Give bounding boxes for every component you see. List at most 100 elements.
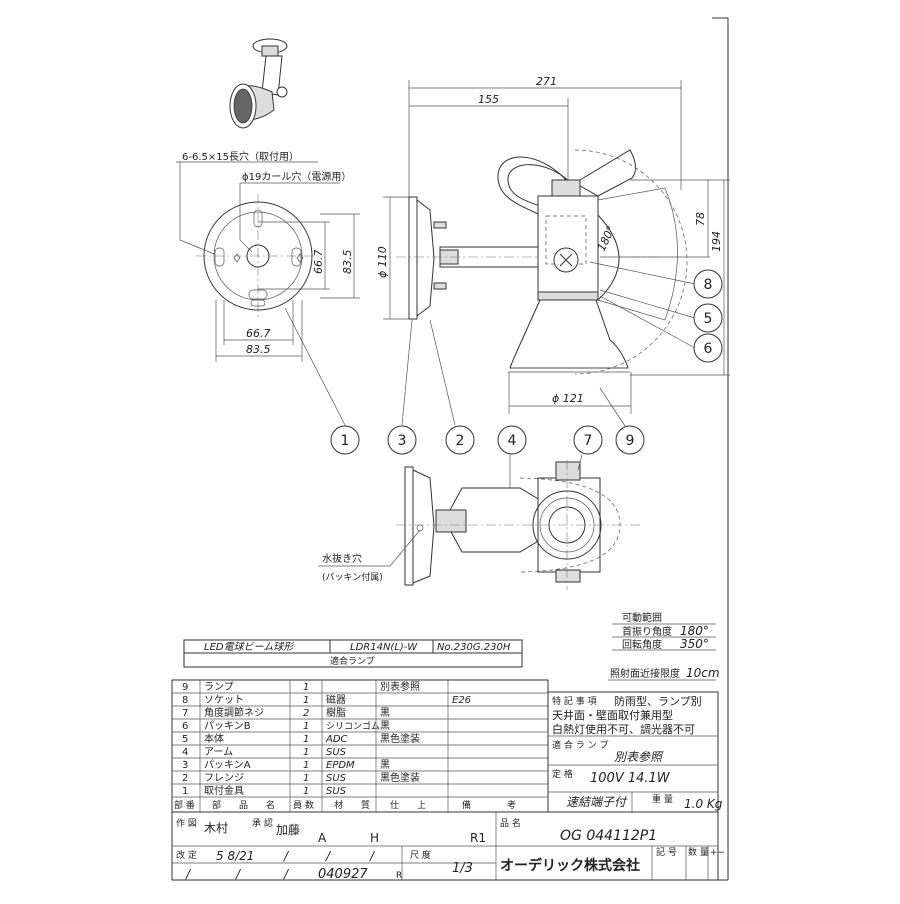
part-qty: 1 — [303, 695, 309, 706]
tilt-value: 180° — [680, 624, 709, 638]
rev-slash-1: / — [283, 849, 290, 863]
document-suffix: R — [396, 871, 402, 881]
balloon-1: 1 — [341, 433, 350, 449]
fit-lamp-label: 適 合 ラ ン プ — [552, 739, 608, 751]
dim-height-upper: 78 — [694, 212, 707, 226]
dimension-labels: 271 155 78 194 ϕ 110 ϕ 121 66.7 83.5 66.… — [246, 75, 723, 405]
part-no: 9 — [182, 682, 188, 693]
dim-total-width: 271 — [536, 75, 557, 88]
approved-label: 承 認 — [252, 817, 273, 829]
part-material: EPDM — [326, 760, 355, 771]
drawn-by: 木村 — [204, 821, 228, 835]
bottom-slash-1: / — [185, 867, 192, 881]
parts-row: 3 パッキンA 1 EPDM 黒 — [182, 759, 390, 771]
parts-list: 9 ランプ 1 別表参照 8 ソケット 1 磁器 E26 7 角度調節ネジ 2 … — [174, 680, 516, 811]
revision-label: 改 定 — [176, 849, 197, 861]
part-qty: 1 — [303, 760, 309, 771]
part-name: ランプ — [204, 681, 234, 693]
part-name: パッキンA — [204, 759, 251, 771]
rev-a: A — [318, 831, 327, 845]
parts-row: 8 ソケット 1 磁器 E26 — [182, 693, 471, 706]
part-no: 6 — [182, 721, 188, 732]
balloon-3: 3 — [398, 433, 407, 449]
dim-arm-length: 155 — [478, 93, 499, 106]
title-block: 作 図 木村 承 認 加藤 A H R1 品 名 OG 044112P1 改 定… — [171, 811, 725, 882]
balloon-labels: 1 3 2 4 7 8 5 6 9 — [341, 277, 713, 449]
bottom-view — [318, 454, 640, 590]
tokki-line3: 白熱灯使用不可、調光器不可 — [552, 722, 695, 736]
tokki-line2: 天井面・壁面取付兼用型 — [552, 708, 673, 722]
rotate-value: 350° — [680, 637, 709, 651]
part-name: 取付金具 — [204, 784, 244, 797]
part-qty: 2 — [303, 708, 309, 719]
header-no: 部 番 — [174, 799, 195, 811]
drain-hole-subnote: (パッキン付属) — [322, 572, 383, 583]
flange-front-view — [176, 161, 360, 362]
part-no: 5 — [182, 734, 188, 745]
rotate-label: 回転角度 — [622, 638, 662, 651]
part-material: SUS — [326, 773, 347, 784]
weight-label: 重 量 — [652, 793, 673, 805]
part-qty: 1 — [303, 734, 309, 745]
dim-pitch-h1: 66.7 — [246, 327, 271, 340]
part-finish: 黒 — [380, 720, 390, 732]
balloon-5: 5 — [704, 311, 713, 327]
approved-by: 加藤 — [276, 823, 300, 837]
part-note: E26 — [452, 695, 471, 706]
dim-pitch-h2: 83.5 — [246, 343, 271, 356]
plus-minus-label: +− — [710, 848, 725, 858]
part-material: ADC — [325, 734, 348, 745]
side-view — [284, 80, 730, 427]
balloon-9: 9 — [626, 433, 635, 449]
balloon-4: 4 — [508, 433, 517, 449]
part-finish: 黒 — [380, 759, 390, 771]
part-name: アーム — [204, 746, 233, 758]
header-finish: 仕 上 — [390, 799, 426, 811]
bottom-slash-2: / — [235, 867, 242, 881]
dim-lamp-dia: ϕ 121 — [552, 392, 584, 405]
rev-h: H — [370, 831, 379, 845]
part-qty: 1 — [303, 721, 309, 732]
part-qty: 1 — [303, 682, 309, 693]
range-title: 可動範囲 — [622, 611, 662, 624]
drawn-label: 作 図 — [176, 817, 197, 829]
revision-date: 5 8/21 — [216, 849, 254, 863]
part-name: 本体 — [204, 732, 224, 745]
lamp-table: LED電球ビーム球形 LDR14N(L)-W No.230G.230H 適合ラン… — [183, 639, 523, 668]
part-material: 磁器 — [326, 693, 346, 706]
balloon-6: 6 — [704, 341, 713, 357]
parts-row: 6 パッキンB 1 シリコンゴム 黒 — [182, 720, 390, 732]
part-no: 7 — [182, 708, 188, 719]
fit-lamp-value: 別表参照 — [614, 750, 664, 764]
part-name: フレンジ — [204, 773, 244, 784]
balloon-group — [330, 269, 723, 455]
bottom-slash-3: / — [283, 867, 290, 881]
parts-row: 2 フレンジ 1 SUS 黒色塗装 — [182, 771, 420, 784]
parts-row: 4 アーム 1 SUS — [182, 746, 347, 758]
balloon-8: 8 — [704, 277, 713, 293]
mark-label: 記 号 — [656, 846, 677, 858]
part-no: 1 — [182, 786, 188, 797]
balloon-2: 2 — [456, 433, 465, 449]
part-finish: 黒 — [380, 707, 390, 719]
lamp-table-caption: 適合ランプ — [330, 655, 375, 667]
lamp-number: No.230G.230H — [437, 642, 511, 653]
part-name: 角度調節ネジ — [204, 706, 264, 719]
quantity-label: 数 量 — [688, 846, 709, 858]
header-material: 材 質 — [334, 799, 370, 811]
perspective-sketch — [229, 38, 288, 129]
part-finish: 黒色塗装 — [380, 732, 420, 745]
part-no: 8 — [182, 695, 188, 706]
cord-hole-note: ϕ19カール穴（電源用） — [242, 170, 351, 183]
part-material: シリコンゴム — [326, 720, 380, 732]
slot-hole-note: 6-6.5×15長穴（取付用） — [182, 150, 299, 163]
rev-slash-2: / — [325, 849, 332, 863]
tokki-line1: 防雨型、ランプ別 — [614, 694, 702, 708]
company-name: オーデリック株式会社 — [500, 857, 640, 874]
rev-r1: R1 — [470, 831, 486, 845]
part-no: 3 — [182, 760, 188, 771]
part-name: パッキンB — [204, 720, 251, 732]
near-limit-value: 10cm — [686, 666, 720, 680]
part-no: 4 — [182, 747, 188, 758]
product-label: 品 名 — [500, 817, 521, 829]
